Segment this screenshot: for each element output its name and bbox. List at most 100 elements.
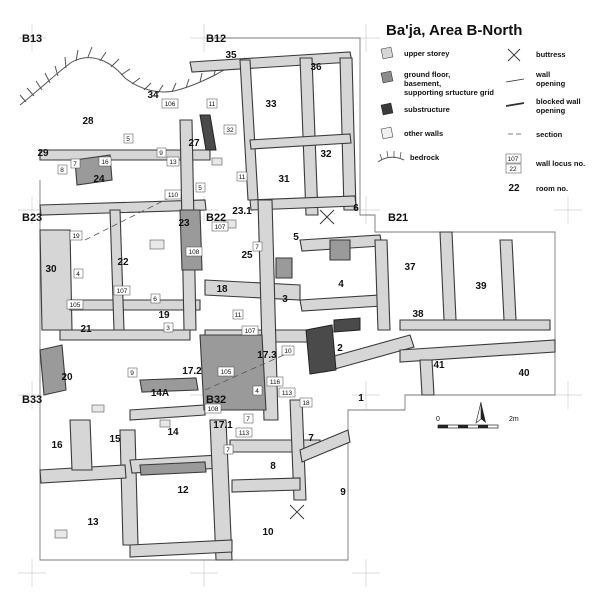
room-number: 27 <box>188 138 200 149</box>
wall-locus: 13 <box>169 159 177 166</box>
room-number: 18 <box>216 284 228 295</box>
room-number: 7 <box>308 433 314 444</box>
excavation-boundary <box>39 37 556 561</box>
wall-locus: 11 <box>239 174 246 181</box>
wall-locus: 116 <box>270 379 281 386</box>
wall-locus: 10 <box>284 348 292 355</box>
legend-swatch-ground-floor <box>380 70 394 84</box>
room-number: 6 <box>353 203 359 214</box>
room-number: 14 <box>167 427 179 438</box>
room-number: 19 <box>158 310 170 321</box>
legend-other-walls: other walls <box>404 129 443 138</box>
room-number: 10 <box>262 527 274 538</box>
section-lines <box>84 194 296 391</box>
legend-ground-floor-line2: basement, <box>404 79 441 88</box>
legend-upper-storey: upper storey <box>404 49 450 58</box>
room-number: 34 <box>147 90 159 101</box>
room-number: 33 <box>265 99 277 110</box>
room-number: 16 <box>51 440 63 451</box>
scale-start: 0 <box>436 416 440 423</box>
wall-locus: 107 <box>117 288 128 295</box>
room-number: 8 <box>270 461 276 472</box>
wall-locus: 107 <box>245 328 256 335</box>
legend-ground-floor-line1: ground floor, <box>404 70 450 79</box>
wall-locus: 9 <box>159 150 163 157</box>
room-number: 36 <box>310 62 322 73</box>
grid-label-b21: B21 <box>388 212 408 224</box>
upper-storey-stones <box>54 157 237 539</box>
legend-section: section <box>536 130 563 139</box>
wall-locus: 110 <box>168 192 179 199</box>
room-number: 13 <box>87 517 99 528</box>
room-number: 22 <box>117 257 129 268</box>
walls-other <box>39 51 556 561</box>
wall-locus: 4 <box>76 271 80 278</box>
wall-locus: 113 <box>282 390 293 397</box>
bedrock-contour <box>19 46 246 106</box>
room-number: 20 <box>61 372 73 383</box>
room-number: 5 <box>293 232 299 243</box>
room-number: 14A <box>151 388 169 399</box>
wall-locus: 106 <box>165 101 176 108</box>
legend-ground-floor-line3: supporting srtucture grid <box>404 88 494 97</box>
grid-label-b23: B23 <box>22 212 42 224</box>
legend-swatch-substructure <box>380 102 394 116</box>
room-number: 38 <box>412 309 424 320</box>
wall-locus: 7 <box>246 416 250 423</box>
wall-locus: 7 <box>226 447 230 454</box>
room-number: 23 <box>178 218 190 229</box>
wall-locus: 32 <box>226 127 234 134</box>
map-title: Ba'ja, Area B-North <box>386 22 522 39</box>
wall-locus: 8 <box>60 167 64 174</box>
room-number: 3 <box>282 294 288 305</box>
room-number: 17.2 <box>182 366 202 377</box>
room-number: 32 <box>320 149 332 160</box>
room-number: 30 <box>45 264 57 275</box>
legend-swatch-other-walls <box>380 126 394 140</box>
room-number: 29 <box>37 148 49 159</box>
wall-locus: 108 <box>208 406 219 413</box>
scale-bar: 0 2m <box>436 416 519 429</box>
north-arrow-icon <box>475 401 486 424</box>
wall-locus: 5 <box>198 185 202 192</box>
legend-locus-sample-1: 107 <box>508 156 519 163</box>
grid-label-b13: B13 <box>22 33 42 45</box>
wall-locus: 11 <box>235 312 242 319</box>
room-number: 4 <box>338 279 344 290</box>
legend-swatch-wall-opening <box>505 78 525 83</box>
wall-locus: 107 <box>215 224 226 231</box>
legend-locus-sample-2: 22 <box>509 166 517 173</box>
room-number: 37 <box>404 262 416 273</box>
legend-swatch-upper-storey <box>380 46 394 60</box>
legend-blocked-line1: blocked wall <box>536 97 581 106</box>
room-number: 28 <box>82 116 94 127</box>
room-number: 15 <box>109 434 121 445</box>
legend-buttress: buttress <box>536 50 566 59</box>
wall-locus: 4 <box>255 388 259 395</box>
grid-label-b32: B32 <box>206 394 226 406</box>
wall-locus: 7 <box>255 244 259 251</box>
wall-locus: 6 <box>153 296 157 303</box>
room-number: 1 <box>358 393 364 404</box>
legend-wall-locus: wall locus no. <box>535 159 585 168</box>
legend-wall-opening-line1: wall <box>535 70 550 79</box>
room-number: 17.3 <box>257 350 277 361</box>
room-number: 12 <box>177 485 189 496</box>
wall-locus: 7 <box>73 161 77 168</box>
legend-bedrock: bedrock <box>410 153 440 162</box>
scale-end: 2m <box>509 416 519 423</box>
wall-locus: 3 <box>166 325 170 332</box>
wall-locus: 11 <box>209 101 216 108</box>
room-number: 40 <box>518 368 530 379</box>
wall-locus: 113 <box>239 430 250 437</box>
room-number: 39 <box>475 281 487 292</box>
wall-loci: 106 11 32 5 16 7 8 9 13 5 11 110 19 107 … <box>57 98 313 455</box>
wall-locus: 19 <box>72 233 80 240</box>
legend-substructure: substructure <box>404 105 450 114</box>
room-number: 35 <box>225 50 237 61</box>
legend-swatch-locus <box>505 153 522 164</box>
grid-label-b22: B22 <box>206 212 226 224</box>
grid-label-b12: B12 <box>206 33 226 45</box>
room-number: 2 <box>337 343 343 354</box>
